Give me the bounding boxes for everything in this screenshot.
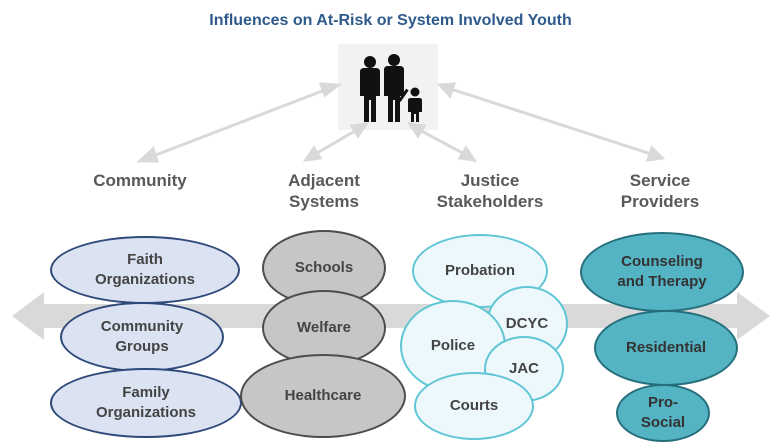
arrowhead-justice-end: [457, 145, 478, 162]
node-courts: Courts: [414, 372, 534, 440]
arrow-to-justice: [415, 126, 469, 158]
arrowhead-service-start: [436, 82, 457, 99]
node-family-organizations: Family Organizations: [50, 368, 242, 438]
node-healthcare: Healthcare: [240, 354, 406, 438]
family-icon: [360, 54, 422, 122]
node-residential: Residential: [594, 310, 738, 386]
heading-justice-stakeholders: Justice Stakeholders: [436, 171, 544, 211]
heading-community: Community: [93, 171, 187, 190]
heading-service-providers: Service Providers: [620, 171, 700, 211]
arrowhead-adjacent-end: [302, 145, 323, 162]
node-counseling-and-therapy: Counseling and Therapy: [580, 232, 744, 312]
arrowhead-community-start: [318, 82, 343, 98]
arrow-to-community: [147, 86, 331, 160]
arrow-to-service: [447, 86, 655, 157]
heading-adjacent-systems: Adjacent Systems: [288, 171, 360, 211]
node-community-groups: Community Groups: [60, 302, 224, 372]
node-pro-social: Pro- Social: [616, 384, 710, 442]
arrowhead-community-end: [136, 146, 160, 163]
node-faith-organizations: Faith Organizations: [50, 236, 240, 304]
arrow-to-adjacent: [311, 126, 361, 158]
connector-arrows: [136, 82, 666, 163]
arrowhead-justice-start: [406, 122, 427, 139]
arrowhead-service-end: [645, 145, 666, 162]
arrowhead-adjacent-start: [349, 122, 370, 139]
diagram-title: Influences on At-Risk or System Involved…: [209, 12, 572, 29]
node-welfare: Welfare: [262, 290, 386, 366]
